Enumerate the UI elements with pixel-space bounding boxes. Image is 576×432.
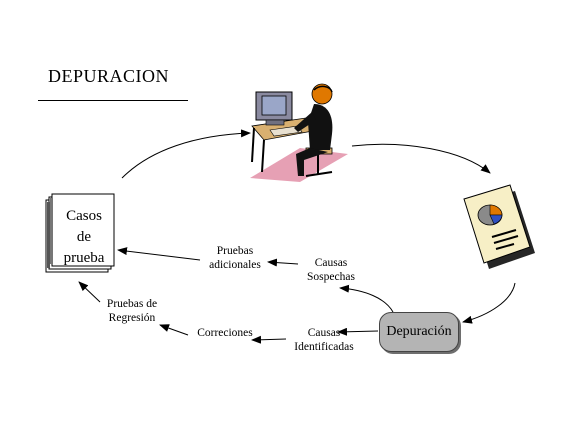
arrow-computer-to-report	[351, 143, 491, 174]
arrow-depuracion-to-causas-identificadas	[337, 327, 379, 336]
test-cases-label: Casos de prueba	[56, 206, 112, 269]
causas-sospechas-line-2: Sospechas	[307, 271, 355, 283]
diagram-title: DEPURACION	[48, 66, 170, 86]
correciones-label: Correciones	[197, 327, 253, 339]
person-at-computer-icon	[250, 83, 348, 182]
causas-identificadas-line-2: Identificadas	[294, 341, 354, 353]
arrow-causas-sospechas-to-pruebas-adicionales	[267, 258, 299, 267]
arrow-pruebas-adicionales-to-casos	[117, 247, 201, 261]
pruebas-regresion-line-1: Pruebas de	[106, 298, 158, 310]
causas-sospechas-label: Causas Sospechas	[298, 256, 364, 284]
arrow-depuracion-to-causas-sospechas	[339, 284, 394, 313]
depuracion-label: Depuración	[386, 324, 452, 339]
title-underline	[38, 100, 188, 101]
pruebas-adicionales-line-2: adicionales	[209, 259, 261, 271]
pruebas-regresion-line-2: Regresión	[108, 312, 156, 324]
arrow-correciones-to-regresion	[159, 324, 189, 336]
arrow-report-to-depuracion	[462, 282, 516, 324]
arrow-causas-identificadas-to-correciones	[251, 335, 287, 344]
pruebas-adicionales-line-1: Pruebas	[216, 245, 254, 257]
pruebas-regresion-label: Pruebas de Regresión	[95, 297, 169, 325]
causas-identificadas-line-1: Causas	[307, 327, 341, 339]
depuracion-node: Depuración	[379, 312, 459, 352]
report-document-pie-chart-icon	[463, 184, 535, 269]
arrow-cases-to-computer	[121, 129, 251, 179]
test-cases-line-2: de	[76, 229, 92, 245]
stacked-documents-icon	[45, 193, 115, 273]
pruebas-adicionales-label: Pruebas adicionales	[200, 244, 270, 272]
arrow-regresion-to-casos	[78, 281, 101, 303]
test-cases-line-1: Casos	[66, 208, 102, 224]
causas-sospechas-line-1: Causas	[314, 257, 348, 269]
test-cases-line-3: prueba	[63, 250, 105, 266]
causas-identificadas-label: Causas Identificadas	[286, 326, 362, 354]
